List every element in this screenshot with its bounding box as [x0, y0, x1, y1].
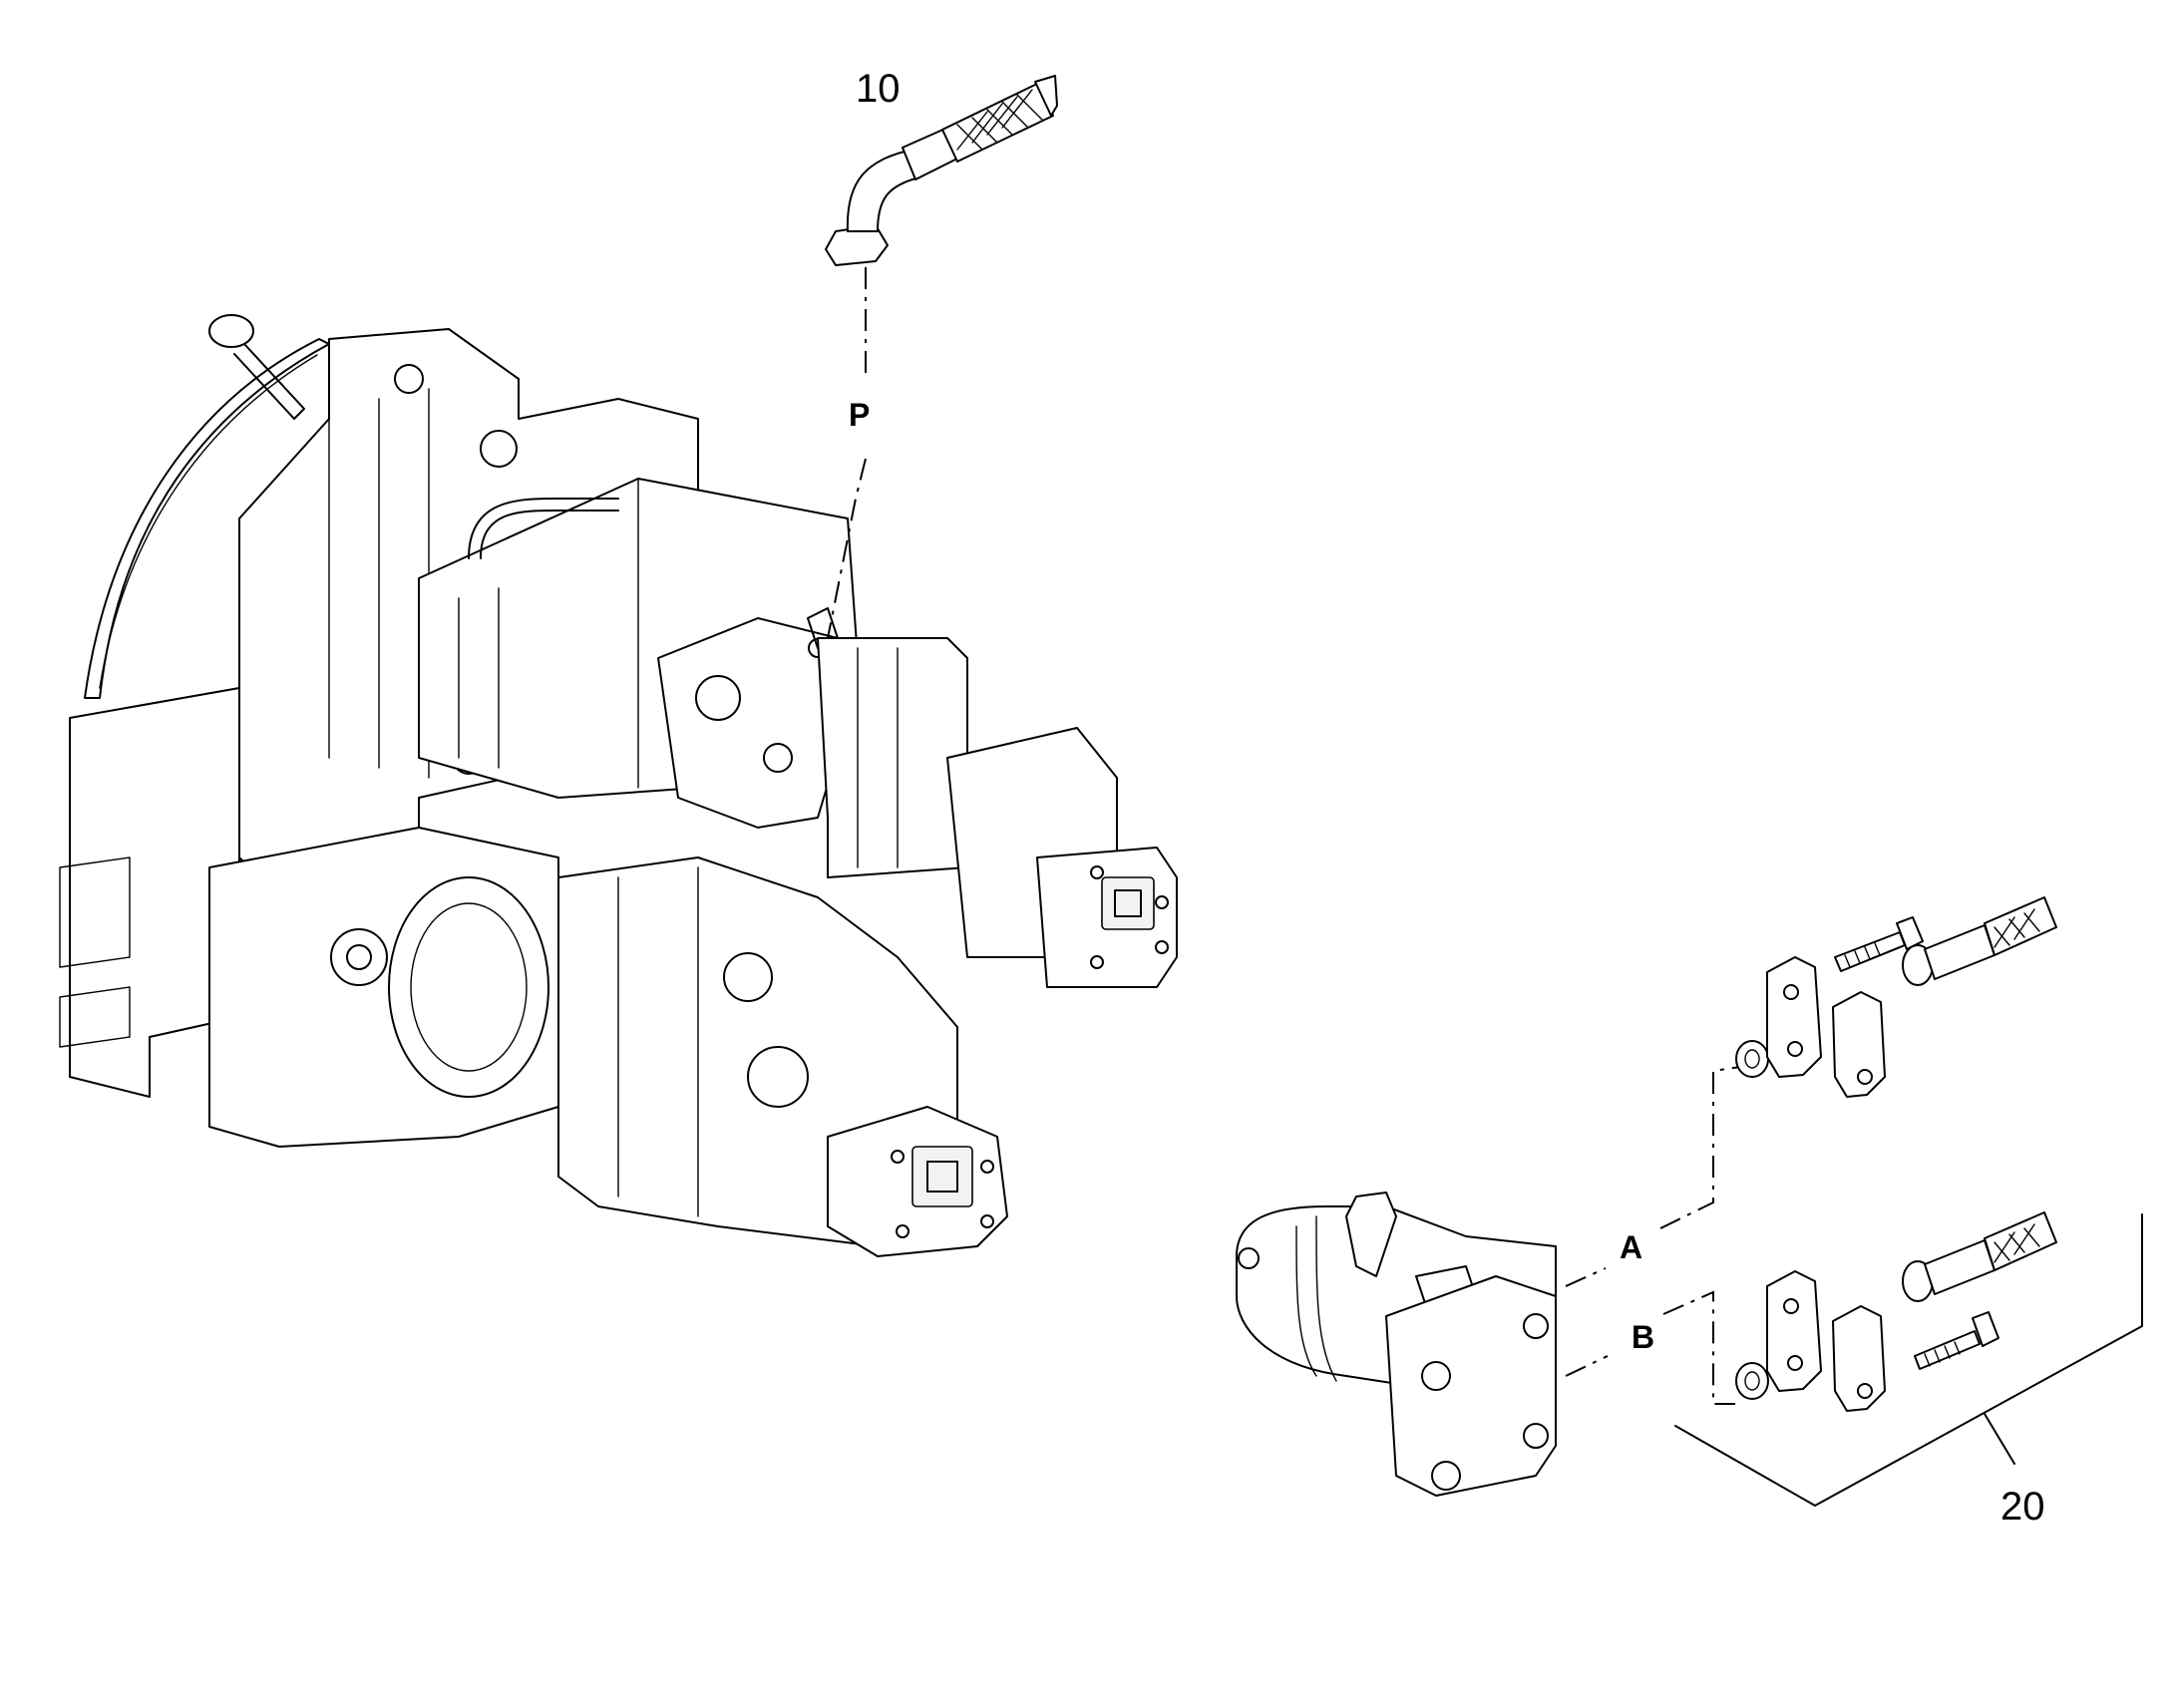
split-flange-b2 [1832, 1305, 1886, 1412]
upper-gear-pump [1036, 847, 1178, 988]
lifting-eye [208, 314, 305, 420]
o-ring-b [1735, 1362, 1769, 1400]
hydraulic-motor [1236, 1192, 1557, 1497]
main-pump-assembly [59, 314, 1178, 1257]
port-label-b: B [1632, 1319, 1654, 1355]
split-flange-a1 [1766, 956, 1822, 1078]
bolt-b [1914, 1330, 1981, 1370]
split-flange-b1 [1766, 1270, 1822, 1392]
fitting-kit-port-b [1735, 1211, 2057, 1412]
callout-hose: 10 [856, 67, 901, 111]
split-flange-a2 [1832, 991, 1886, 1098]
port-label-a: A [1620, 1229, 1642, 1265]
bolt-a [1834, 931, 1906, 972]
fitting-kit-port-a [1735, 896, 2057, 1098]
callout-fitting-kit: 20 [2000, 1485, 2045, 1529]
port-label-p: P [849, 397, 870, 433]
lower-gear-pump [827, 1106, 1008, 1257]
hose-assembly [825, 75, 1058, 266]
kit-bracket [1674, 1213, 2143, 1507]
leader-line-a [1565, 1267, 1607, 1287]
o-ring-a [1735, 1040, 1769, 1078]
leader-line-20 [1984, 1413, 2015, 1465]
leader-line-b [1565, 1355, 1609, 1377]
